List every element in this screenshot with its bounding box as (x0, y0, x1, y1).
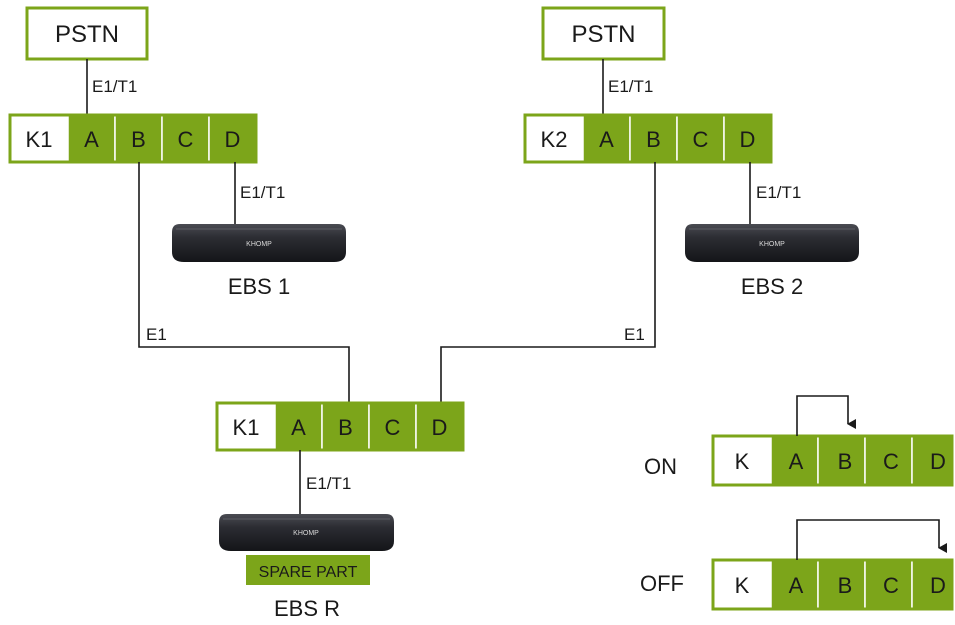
link-label-e1-right: E1 (624, 325, 645, 344)
link-label-pstn-k1: E1/T1 (92, 77, 137, 96)
pstn-box-right: PSTN (541, 6, 666, 61)
ebsr-device: KHOMP (219, 514, 394, 551)
block2-port-a: A (599, 127, 614, 152)
legend-off-port-d: D (930, 573, 946, 598)
link-label-k1d-ebs1: E1/T1 (240, 183, 285, 202)
trunk-block-r: K1 A B C D (215, 401, 465, 452)
trunk-block-1: K1 A B C D (8, 113, 258, 164)
legend-on-key: K (735, 449, 750, 474)
blockr-port-c: C (385, 415, 401, 440)
ebs1-brand: KHOMP (246, 241, 272, 248)
block2-port-d: D (740, 127, 756, 152)
blockr-key: K1 (233, 415, 260, 440)
blockr-port-b: B (338, 415, 353, 440)
blockr-port-a: A (291, 415, 306, 440)
block2-port-b: B (646, 127, 661, 152)
ebsr-label: EBS R (274, 596, 340, 621)
ebs2-label: EBS 2 (741, 274, 803, 299)
ebsr-brand: KHOMP (293, 530, 319, 537)
legend-on-label: ON (644, 454, 677, 479)
block1-port-b: B (131, 127, 146, 152)
legend-off-arrow (796, 519, 947, 560)
link-k2b-ebsr (440, 162, 656, 403)
trunk-block-2: K2 A B C D (523, 113, 773, 164)
legend-off-port-b: B (838, 573, 853, 598)
block2-key: K2 (541, 127, 568, 152)
link-label-pstn-k2: E1/T1 (608, 77, 653, 96)
ebs2-brand: KHOMP (759, 241, 785, 248)
block1-port-d: D (225, 127, 241, 152)
block1-key: K1 (26, 127, 53, 152)
pstn-label-right: PSTN (571, 21, 635, 48)
ebs1-device: KHOMP (172, 224, 346, 262)
legend-on-port-c: C (883, 449, 899, 474)
pstn-label-left: PSTN (55, 21, 119, 48)
block1-port-c: C (178, 127, 194, 152)
legend-on-port-a: A (789, 449, 804, 474)
spare-part-badge: SPARE PART (246, 555, 370, 585)
blockr-port-d: D (432, 415, 448, 440)
legend-on-port-d: D (930, 449, 946, 474)
legend-on-arrow (796, 395, 856, 436)
legend-off-block: K A B C D (711, 558, 954, 611)
legend-off-key: K (735, 573, 750, 598)
link-k1b-ebsr (138, 162, 350, 403)
link-label-kra-ebsr: E1/T1 (306, 474, 351, 493)
legend-off-port-a: A (789, 573, 804, 598)
spare-part-label: SPARE PART (259, 564, 358, 581)
block1-port-a: A (84, 127, 99, 152)
legend-on-port-b: B (838, 449, 853, 474)
legend-off-port-c: C (883, 573, 899, 598)
link-label-e1-left: E1 (146, 325, 167, 344)
ebs1-label: EBS 1 (228, 274, 290, 299)
legend-on-block: K A B C D (711, 434, 954, 487)
legend-off-label: OFF (640, 571, 684, 596)
block2-port-c: C (693, 127, 709, 152)
pstn-box-left: PSTN (25, 6, 149, 61)
link-label-k2d-ebs2: E1/T1 (756, 183, 801, 202)
ebs2-device: KHOMP (685, 224, 859, 262)
